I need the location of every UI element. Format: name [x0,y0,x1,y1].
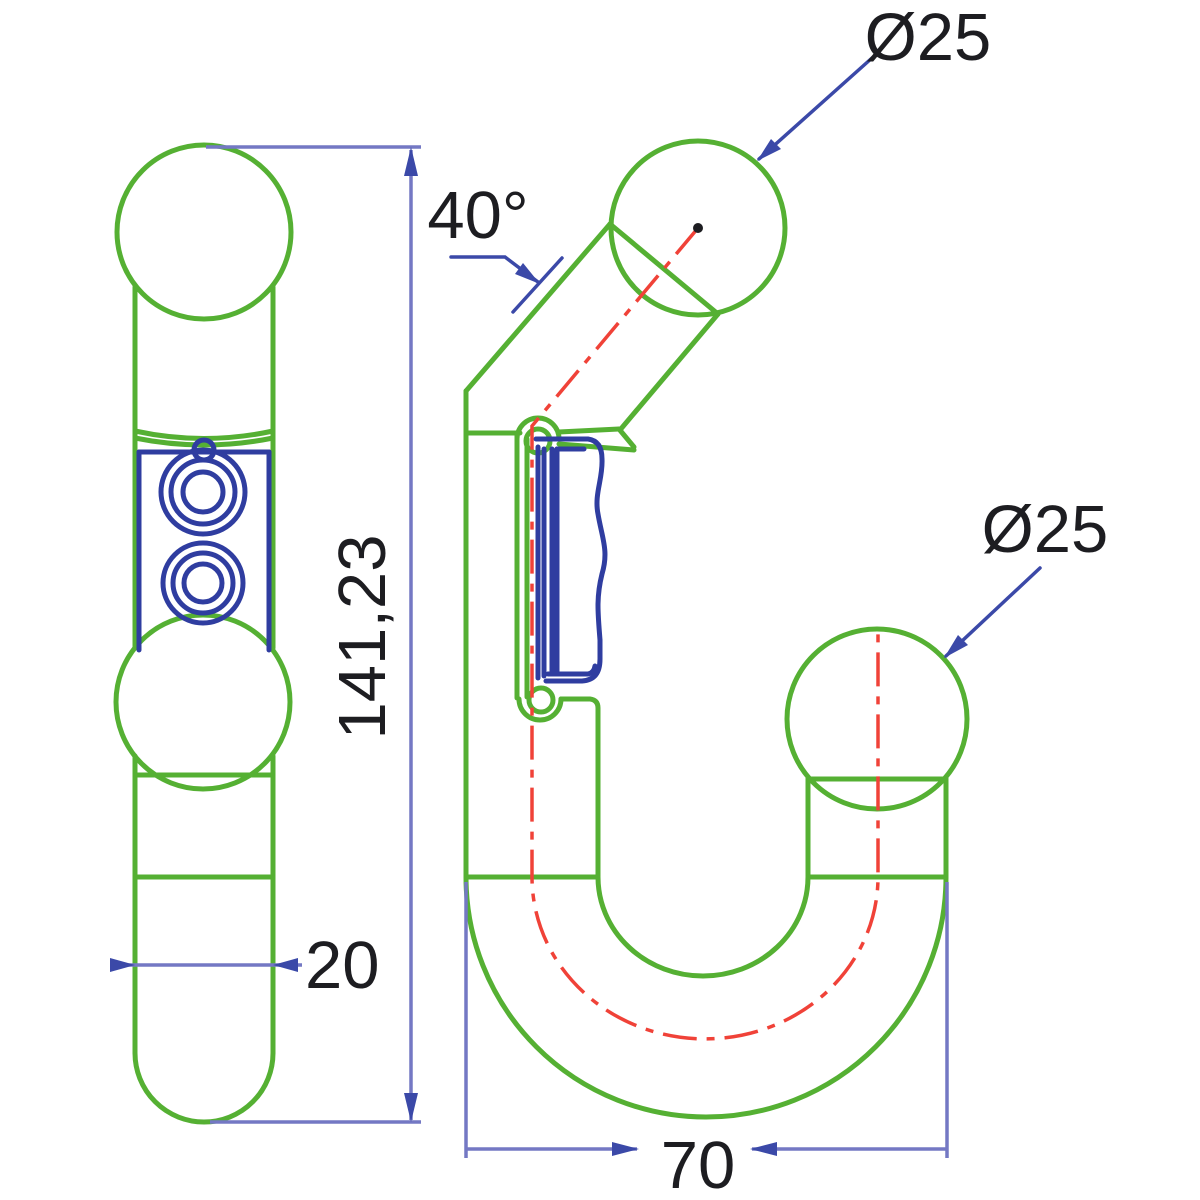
plate-bottom-tab-arc [516,696,564,723]
hook-diameter-arrow-icon [944,635,968,658]
overall-height-dimension: 141,23 [325,535,400,740]
ball-center-point [693,223,703,233]
side-top-ball [608,138,788,318]
centerlines [530,226,880,1041]
front-flange-curve-2 [132,435,276,448]
height-arrow-up-icon [404,147,418,176]
grip-inner-bottom-edge [545,663,598,677]
grip-wavy-profile [533,436,608,684]
screw-hole-top-inner [180,469,226,515]
side-view-grip-details [533,436,608,684]
screw-hole-top-outer [158,447,248,537]
hook-depth-dimension: 70 [661,1128,736,1200]
stem-width-arrow-left-icon [110,958,135,972]
screw-hole-top-middle [168,457,238,527]
hook-centerline [530,226,880,1041]
plate-top-join-1 [556,426,622,435]
dimension-texts: 141,23 20 70 40° Ø25 Ø25 [305,0,1108,1200]
height-arrow-down-icon [404,1093,418,1122]
depth-arrow-right-icon [750,1142,777,1156]
angle-tick-line [511,256,564,314]
top-ball-diameter-dimension: Ø25 [865,0,992,75]
hook-inner-arc [595,874,811,979]
screw-hole-bottom-middle [170,550,236,616]
front-bottom-round [132,1050,276,1125]
top-diameter-arrow-icon [757,139,781,161]
neck-ball-chord [607,221,721,317]
screw-hole-bottom-outer [160,540,246,626]
depth-arrow-left-icon [612,1142,639,1156]
plate-top-join-3 [556,441,637,453]
angle-arrow-icon [515,263,540,284]
stem-width-arrow-right-icon [273,958,298,972]
front-view-mount-details [136,437,272,653]
screw-hole-bottom-inner [181,561,225,605]
front-top-ball [114,142,294,322]
front-lower-ball [113,612,293,792]
neck-angle-dimension: 40° [427,178,528,253]
top-diameter-leader-line [757,56,874,161]
hook-ball-diameter-dimension: Ø25 [982,492,1109,567]
arrowheads [110,139,968,1156]
stem-width-dimension: 20 [305,928,380,1003]
plate-bottom-tab-circle [526,685,556,715]
neck-left-edge [463,221,613,394]
arm-inner-edge [558,696,601,880]
dimension-lines [113,145,949,1158]
hook-outer-arc [463,874,949,1120]
side-view-outline [463,138,970,1120]
neck-right-edge [617,311,721,433]
front-view-outline [113,142,294,1125]
front-flange-curve-1 [132,428,276,441]
plate-top-join-2 [616,426,637,450]
